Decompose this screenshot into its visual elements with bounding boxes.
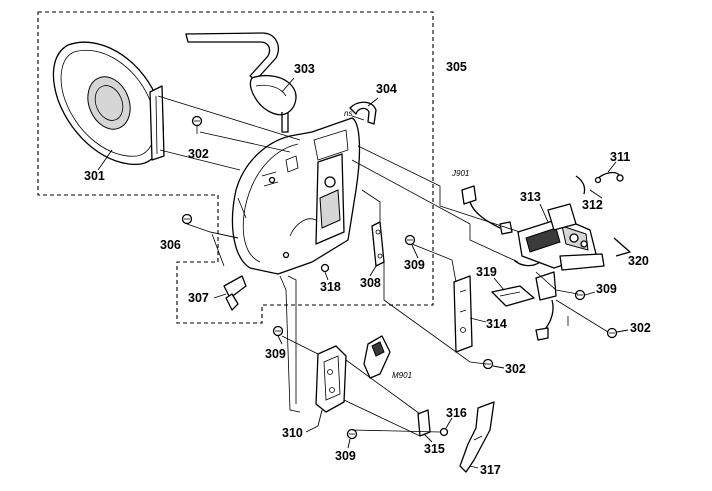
leader-309-b <box>584 291 596 296</box>
label-309-d: 309 <box>335 449 356 463</box>
cover-301 <box>52 41 165 165</box>
label-316: 316 <box>446 406 467 420</box>
screw-302-b <box>606 327 618 339</box>
assembly-305-boundary <box>37 11 434 324</box>
leader-315 <box>423 433 433 443</box>
label-320: 320 <box>628 254 649 268</box>
leader-301 <box>97 149 113 171</box>
assembly-guide-lines <box>157 95 609 437</box>
leader-310 <box>305 409 323 433</box>
leader-312 <box>589 189 603 199</box>
bracket-317 <box>459 401 495 473</box>
leader-309-d <box>347 438 351 449</box>
part-320 <box>613 237 631 257</box>
flex-board <box>535 271 557 341</box>
label-301: 301 <box>84 169 105 183</box>
label-m901: M901 <box>392 371 412 380</box>
leader-319 <box>493 277 505 291</box>
label-307: 307 <box>188 291 209 305</box>
label-313: 313 <box>520 190 541 204</box>
mechanism-313 <box>513 203 605 271</box>
screw-309-d <box>346 428 358 440</box>
leader-309-c <box>277 335 283 345</box>
leader-313 <box>539 203 549 223</box>
leader-304 <box>367 97 379 107</box>
leader-302-b <box>616 329 629 333</box>
label-309-c: 309 <box>265 347 286 361</box>
label-302-b: 302 <box>630 321 651 335</box>
label-310: 310 <box>282 426 303 440</box>
label-j901: J901 <box>451 169 469 178</box>
leader-311 <box>607 161 617 173</box>
leader-307 <box>213 293 227 299</box>
lever-308 <box>371 221 385 267</box>
label-305: 305 <box>446 60 467 74</box>
label-312: 312 <box>582 198 603 212</box>
bracket-310 <box>315 345 347 413</box>
leader-302-c <box>492 365 505 369</box>
label-304: 304 <box>376 82 397 96</box>
leader-303 <box>281 77 295 93</box>
screw-309-b <box>574 289 586 301</box>
label-318: 318 <box>320 280 341 294</box>
leader-309-a <box>411 244 419 259</box>
label-302-a: 302 <box>188 147 209 161</box>
leader-318 <box>324 271 329 281</box>
label-302-c: 302 <box>505 362 526 376</box>
main-chassis <box>231 117 361 275</box>
label-ns: ns <box>344 109 352 118</box>
bracket-314 <box>453 275 473 353</box>
leader-317 <box>469 465 479 469</box>
flex-cable-303 <box>185 32 297 133</box>
part-312 <box>575 175 586 195</box>
screw-309-a <box>404 234 416 246</box>
label-311: 311 <box>610 150 630 164</box>
screw-306 <box>181 213 193 225</box>
label-309-a: 309 <box>404 258 425 272</box>
leader-306 <box>186 223 239 239</box>
leader-314 <box>469 317 487 323</box>
screw-316 <box>439 427 449 437</box>
label-314: 314 <box>486 317 507 331</box>
leader-308 <box>369 265 377 277</box>
knob-307 <box>223 275 247 311</box>
screw-318 <box>320 263 330 273</box>
label-308: 308 <box>360 276 381 290</box>
label-303: 303 <box>294 62 315 76</box>
spring-311 <box>594 171 624 184</box>
label-315: 315 <box>424 442 445 456</box>
bracket-304 <box>349 101 377 125</box>
screw-302-a <box>191 115 203 134</box>
label-317: 317 <box>480 463 501 477</box>
leader-316 <box>445 417 453 429</box>
label-306: 306 <box>160 238 181 252</box>
sheet-319 <box>491 285 535 307</box>
label-319: 319 <box>476 265 497 279</box>
label-309-b: 309 <box>596 282 617 296</box>
motor-m901 <box>363 335 391 379</box>
screw-309-c <box>272 325 284 337</box>
connector-j901 <box>461 185 513 235</box>
